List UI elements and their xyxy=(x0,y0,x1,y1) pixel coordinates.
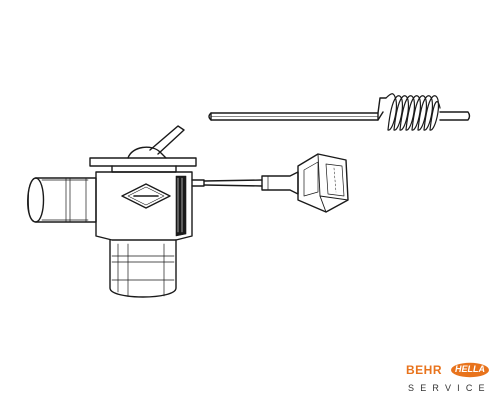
capillary-tube xyxy=(191,171,299,195)
sensing-bulb-coil xyxy=(208,93,471,131)
diaphragm-head xyxy=(89,125,197,173)
service-label: SERVICE xyxy=(408,383,491,393)
brand-behr-text: BEHR xyxy=(406,363,443,377)
hella-oval-badge xyxy=(451,362,489,378)
behr-hella-service-logo: BEHR HELLA SERVICE xyxy=(406,362,496,396)
flare-nut-fitting xyxy=(297,153,349,213)
brand-hella-text: HELLA xyxy=(455,364,485,374)
expansion-valve-body xyxy=(95,171,193,241)
inlet-port xyxy=(27,177,97,223)
outlet-port xyxy=(109,239,177,298)
